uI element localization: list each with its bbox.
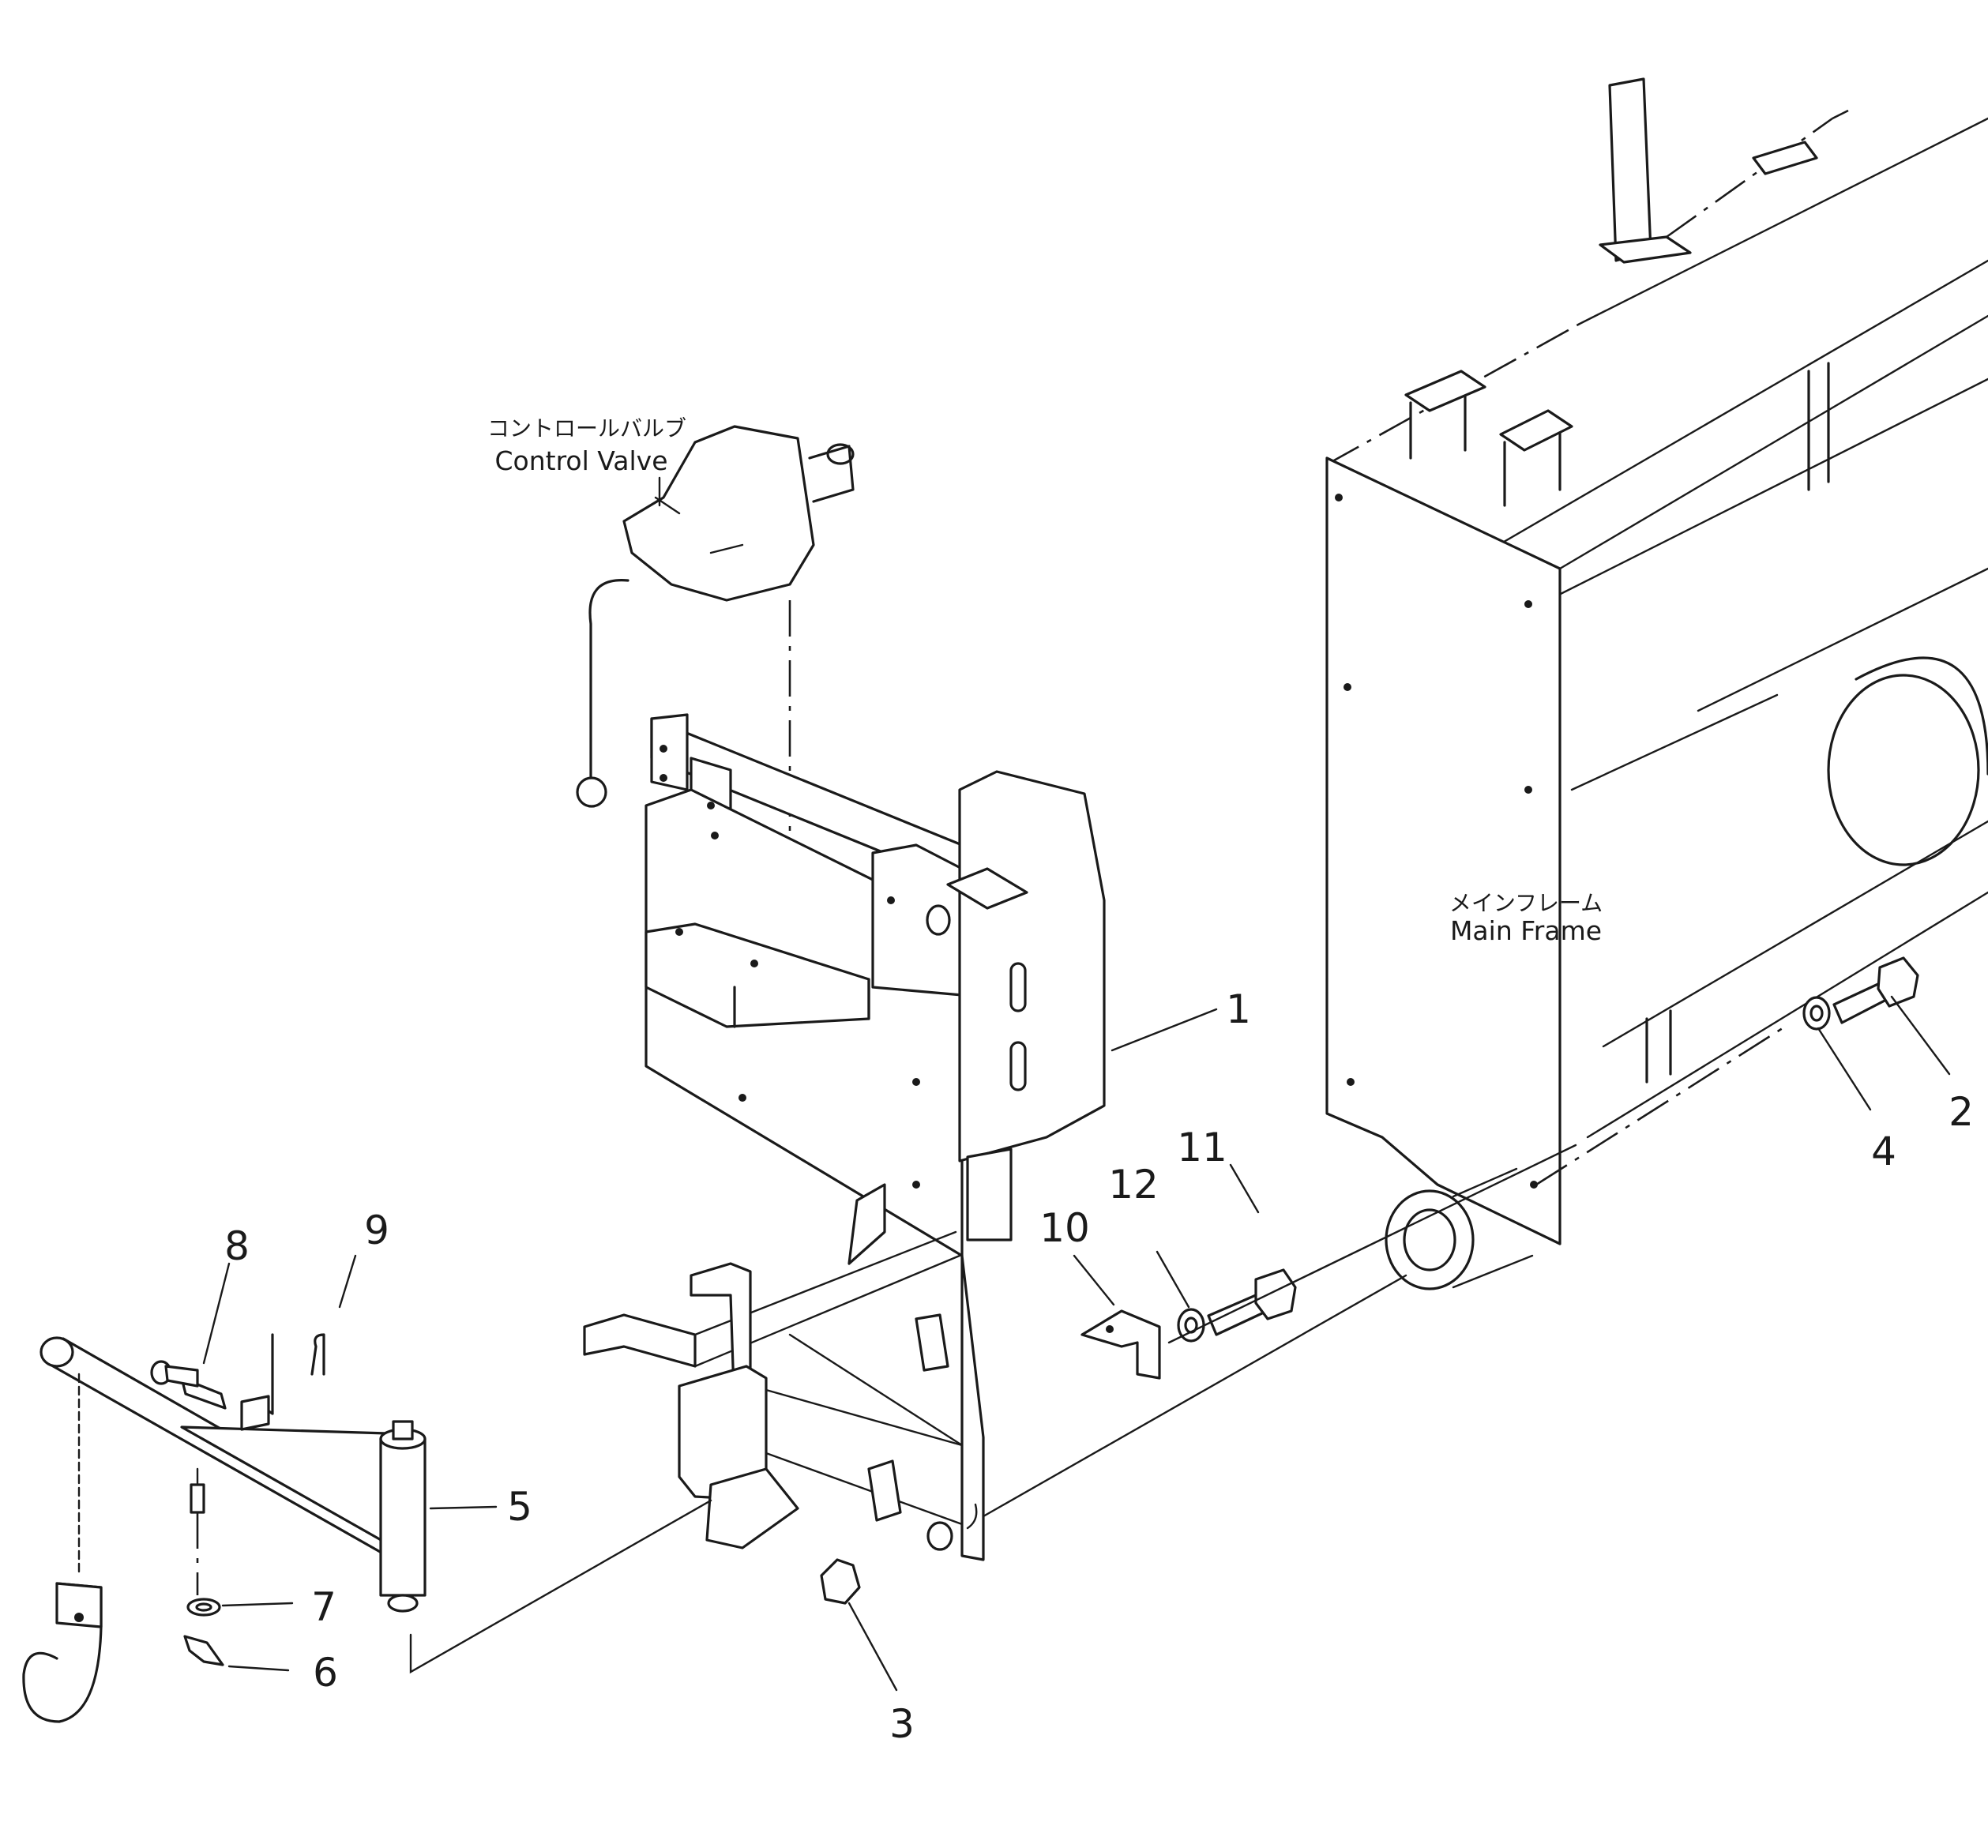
snap-pin: [310, 1333, 325, 1376]
callout-10: 10: [1039, 1205, 1090, 1251]
control-valve-label-en: Control Valve: [494, 445, 667, 476]
washer-4: [1802, 996, 1831, 1031]
callout-6: 6: [313, 1650, 338, 1696]
mounting-bracket: [645, 713, 1106, 1257]
nut-3: [820, 1558, 861, 1605]
callout-8: 8: [224, 1223, 250, 1269]
swing-arm: [22, 1333, 427, 1723]
callout-1: 1: [1226, 986, 1251, 1032]
washer-7: [186, 1598, 221, 1617]
callout-11: 11: [1177, 1125, 1227, 1170]
callout-7: 7: [311, 1584, 336, 1630]
bolt-2: [1832, 956, 1919, 1024]
callout-5: 5: [507, 1484, 532, 1530]
bolt-11: [1207, 1268, 1297, 1336]
wing-nut-6: [183, 1635, 224, 1666]
lower-frame: [583, 1183, 985, 1561]
callout-4: 4: [1871, 1129, 1896, 1174]
callout-3: 3: [889, 1701, 915, 1747]
main-frame-label-jp: メインフレーム: [1449, 890, 1603, 916]
main-frame-assembly: [1325, 77, 1988, 1290]
callout-9: 9: [364, 1208, 389, 1253]
wing-screw: [150, 1360, 227, 1410]
main-frame-label-en: Main Frame: [1450, 915, 1602, 946]
callout-2: 2: [1949, 1089, 1974, 1135]
callout-12: 12: [1108, 1162, 1159, 1208]
control-valve-label-jp: コントロールバルブ: [487, 415, 686, 441]
clip-10: [1080, 1309, 1161, 1380]
